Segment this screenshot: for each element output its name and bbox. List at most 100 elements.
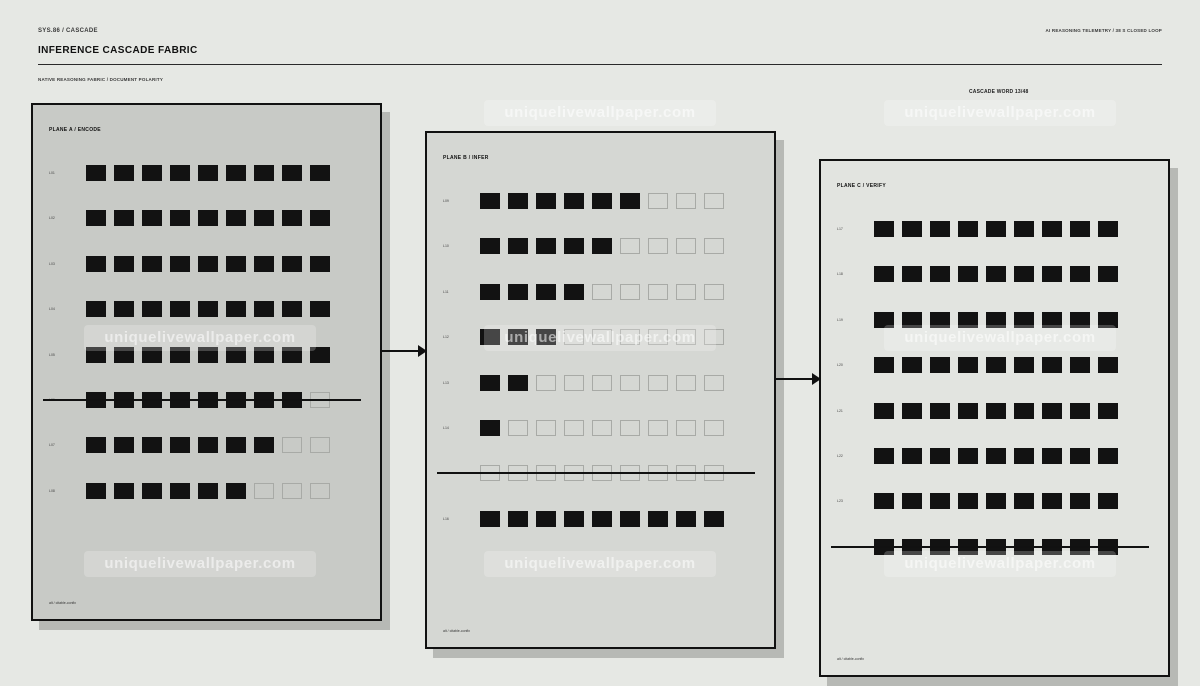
active-cell [226,210,246,227]
active-cell [1070,357,1090,374]
active-cell [480,238,500,255]
active-cell [1070,493,1090,510]
panel-title: PLANE B / INFER [443,155,489,161]
active-cell [86,346,106,363]
active-cell [508,193,528,209]
active-cell [902,221,922,237]
active-cell [170,346,190,363]
active-cell [142,346,162,363]
active-cell [198,255,218,272]
watermark: uniquelivewallpaper.com [884,325,1116,351]
active-cell [226,346,246,363]
active-cell [86,165,106,181]
watermark: uniquelivewallpaper.com [484,325,716,351]
inactive-cell [536,374,556,391]
active-cell [480,329,500,346]
active-cell [874,266,894,283]
active-cell [592,193,612,209]
active-cell [226,301,246,318]
header-divider [38,64,1162,65]
active-cell [536,510,556,527]
row-label: L11 [443,289,449,294]
inactive-cell [676,420,696,436]
inactive-cell [704,238,724,255]
active-cell [114,165,134,181]
inactive-cell [564,329,584,346]
active-cell [1070,448,1090,464]
active-cell [282,165,302,181]
active-cell [564,283,584,300]
active-cell [1098,402,1118,419]
panel-footer: alt / citable-confix [49,601,77,605]
active-cell [310,301,330,318]
active-cell [170,482,190,499]
active-cell [114,437,134,454]
active-cell [1098,266,1118,283]
active-cell [536,283,556,300]
active-cell [874,402,894,419]
active-cell [1042,311,1062,328]
active-cell [902,448,922,464]
active-cell [142,210,162,227]
active-cell [1098,221,1118,237]
active-cell [564,510,584,527]
active-cell [198,482,218,499]
active-cell [282,346,302,363]
plane-panel: PLANE A / ENCODEL01L02L03L04L05L06L07L08… [31,103,382,621]
active-cell [930,493,950,510]
watermark: uniquelivewallpaper.com [484,551,716,577]
active-cell [254,437,274,454]
inactive-cell [310,482,330,499]
active-cell [902,311,922,328]
inactive-cell [648,193,668,209]
active-cell [620,193,640,209]
inactive-cell [620,374,640,391]
connector-arrow [382,350,418,352]
row-label: L13 [443,380,449,385]
inactive-cell [508,420,528,436]
active-cell [676,510,696,527]
subtitle: NATIVE REASONING FABRIC / DOCUMENT POLAR… [38,77,164,82]
active-cell [874,221,894,237]
active-cell [1042,402,1062,419]
active-cell [310,255,330,272]
active-cell [874,448,894,464]
inactive-cell [564,374,584,391]
active-cell [1098,311,1118,328]
row-label: L09 [443,199,449,203]
active-cell [142,255,162,272]
active-cell [1042,448,1062,464]
active-cell [310,346,330,363]
active-cell [986,266,1006,283]
active-cell [1070,266,1090,283]
active-cell [902,266,922,283]
active-cell [930,402,950,419]
active-cell [1042,266,1062,283]
row-label: L05 [49,352,55,357]
inactive-cell [310,437,330,454]
row-label: L10 [443,244,449,249]
active-cell [198,437,218,454]
active-cell [142,301,162,318]
active-cell [254,301,274,318]
active-cell [592,510,612,527]
inactive-cell [564,420,584,436]
inactive-cell [676,374,696,391]
active-cell [310,210,330,227]
active-cell [958,311,978,328]
inactive-cell [648,374,668,391]
active-cell [1014,221,1034,237]
active-cell [1014,357,1034,374]
active-cell [480,420,500,436]
active-cell [1070,402,1090,419]
active-cell [198,165,218,181]
inactive-cell [592,374,612,391]
active-cell [282,255,302,272]
active-cell [254,346,274,363]
inactive-cell [704,420,724,436]
row-label: L12 [443,335,449,340]
inactive-cell [620,420,640,436]
panel-footer: alt / citable-confix [443,629,471,633]
inactive-cell [676,283,696,300]
